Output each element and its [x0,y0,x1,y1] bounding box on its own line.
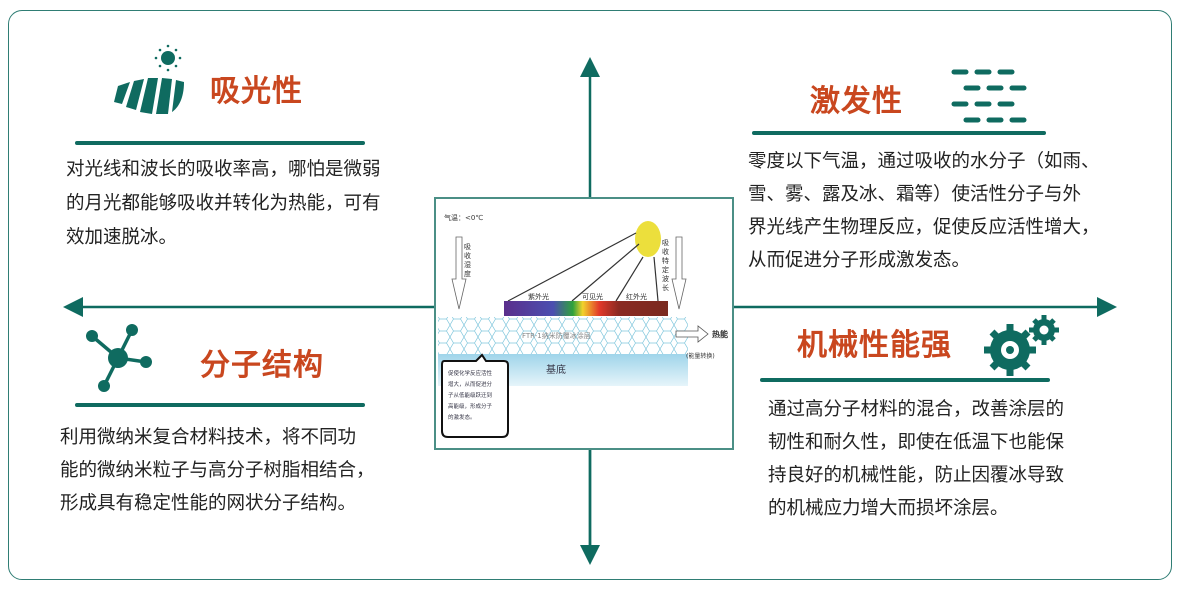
divider [75,403,365,407]
molecule-icon [86,324,152,392]
rain-dashes-icon [951,69,1027,123]
mechanical-title: 机械性能强 [797,328,952,363]
absorb-humidity-label: 吸收湿度 [464,243,471,278]
heat-label: 热能 [712,330,728,339]
diagram-graphics [438,221,709,438]
center-diagram: 气温：<0℃ 吸收湿度 吸收特定波长 紫外光 可见光 红外光 FTR-1纳米防覆… [434,197,734,450]
light-absorption-text: 对光线和波长的吸收率高，哪怕是微弱的月光都能够吸收并转化为热能，可有效加速脱冰。 [66,159,381,248]
divider [75,141,365,145]
molecular-structure-text: 利用微纳米复合材料技术，将不同功能的微纳米粒子与高分子树脂相结合，形成具有稳定性… [60,427,375,514]
temperature-label: 气温：<0℃ [444,214,484,222]
light-absorption-title: 吸光性 [210,74,303,109]
divider [752,131,1046,135]
molecular-structure-title: 分子结构 [200,348,324,383]
divider [760,378,1050,382]
absorb-wavelength-label: 吸收特定波长 [662,239,669,292]
gears-icon [984,315,1059,376]
sun-field-icon [114,44,184,114]
excitation-title: 激发性 [810,84,903,119]
conversion-label: (能量转换) [686,353,715,360]
excitation-text: 零度以下气温，通过吸收的水分子（如雨、雪、雾、露及冰、霜等）使活性分子与外界光线… [748,151,1100,271]
bubble-text: 促使化学反应活性增大，从而促进分子从低能级跃迁到高能级，形成分子的激发态。 [448,371,493,421]
mechanical-text: 通过高分子材料的混合，改善涂层的韧性和耐久性，即使在低温下也能保持良好的机械性能… [768,399,1065,519]
ir-label: 红外光 [626,293,647,301]
uv-label: 紫外光 [528,293,549,301]
visible-label: 可见光 [582,293,603,301]
substrate-label: 基底 [546,365,566,376]
outer-frame [8,10,1172,580]
coating-label: FTR-1纳米防覆冰涂层 [522,332,591,340]
